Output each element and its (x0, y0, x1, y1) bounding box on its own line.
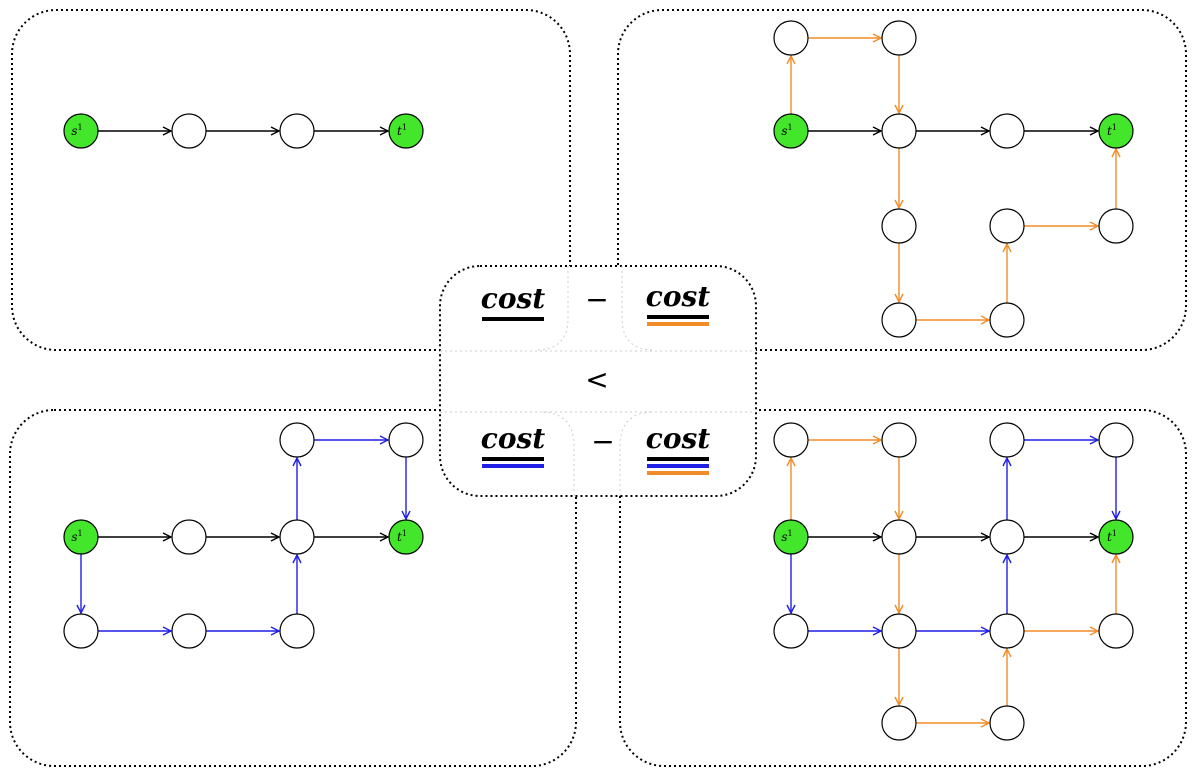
graph-node (171, 613, 207, 649)
graph-bottom-right: s1 t1 (773, 422, 1134, 741)
graph-node (881, 613, 917, 649)
graph-node (773, 613, 809, 649)
underline-black (482, 317, 544, 321)
underline-blue (647, 464, 709, 468)
graph-node (388, 422, 424, 458)
underline-orange (647, 471, 709, 475)
underline-orange (647, 322, 709, 326)
graph-node (63, 613, 99, 649)
graph-node (881, 705, 917, 741)
panel-bottom-left (9, 409, 577, 767)
graph-node (881, 302, 917, 338)
graph-node (881, 519, 917, 555)
target-node (388, 113, 424, 149)
panel-bottom-right (619, 409, 1187, 767)
cost-term-bottom-left: cost (481, 422, 545, 455)
graph-node (171, 519, 207, 555)
source-label: s1 (71, 529, 82, 544)
source-label: s1 (781, 529, 792, 544)
underline-blue (482, 464, 544, 468)
formula-box: cost − cost < cost − cost (439, 265, 757, 497)
underline-black (647, 315, 709, 319)
minus-sign-top: − (585, 283, 608, 316)
source-node (773, 519, 809, 555)
graph-node (881, 20, 917, 56)
graph-node (989, 519, 1025, 555)
source-node (63, 519, 99, 555)
target-node (388, 519, 424, 555)
graph-node (279, 519, 315, 555)
target-label: t1 (1107, 123, 1117, 138)
graph-node (989, 302, 1025, 338)
graph-node (279, 422, 315, 458)
graph-node (773, 20, 809, 56)
graph-node (1098, 208, 1134, 244)
graph-node (881, 208, 917, 244)
less-than-sign: < (585, 363, 608, 396)
source-node (773, 113, 809, 149)
cost-term-bottom-right: cost (646, 422, 710, 455)
graph-node (989, 208, 1025, 244)
graph-layer: s1 t1 s1 t1 s1 t1 s1 t1 (63, 20, 1134, 741)
cost-term-top-left: cost (481, 282, 545, 315)
graph-node (989, 113, 1025, 149)
underline-black (482, 457, 544, 461)
panel-top-left (11, 9, 571, 351)
graph-node (881, 422, 917, 458)
source-label: s1 (781, 123, 792, 138)
graph-node (279, 613, 315, 649)
minus-sign-bottom: − (591, 425, 614, 458)
graph-node (989, 422, 1025, 458)
target-label: t1 (397, 529, 407, 544)
graph-top-left: s1 t1 (63, 113, 424, 149)
target-node (1098, 519, 1134, 555)
graph-bottom-left: s1 t1 (63, 422, 424, 649)
target-node (1098, 113, 1134, 149)
source-label: s1 (71, 123, 82, 138)
graph-top-right: s1 t1 (773, 20, 1134, 338)
graph-node (171, 113, 207, 149)
graph-node (881, 113, 917, 149)
underline-black (647, 457, 709, 461)
source-node (63, 113, 99, 149)
cost-term-top-right: cost (646, 280, 710, 313)
panel-top-right (617, 9, 1187, 351)
graph-node (1098, 613, 1134, 649)
graph-node (989, 705, 1025, 741)
graph-node (773, 422, 809, 458)
graph-node (989, 613, 1025, 649)
graph-node (279, 113, 315, 149)
graph-node (1098, 422, 1134, 458)
target-label: t1 (1107, 529, 1117, 544)
target-label: t1 (397, 123, 407, 138)
